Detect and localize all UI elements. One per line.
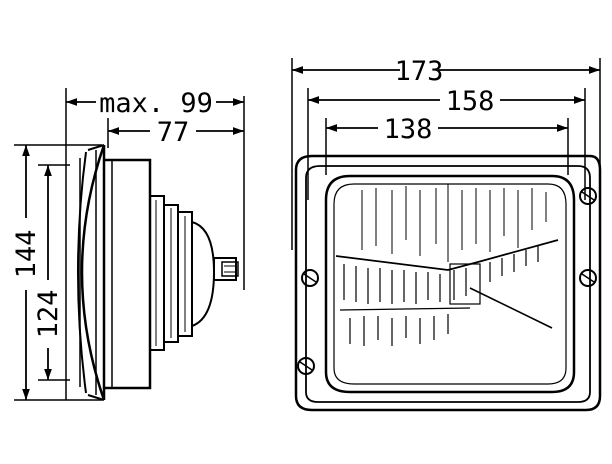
dim-outer-height-label: 144 xyxy=(11,230,42,279)
dim-max-depth-label: max. 99 xyxy=(99,88,213,119)
dim-inner-width-label: 138 xyxy=(384,114,433,145)
dim-inner-height-label: 124 xyxy=(33,290,64,339)
side-dimension-lines xyxy=(22,98,244,400)
dim-depth-label: 77 xyxy=(157,117,190,148)
side-view xyxy=(14,88,245,401)
lens-flutes-lower xyxy=(343,246,539,346)
dim-outer-width-label: 173 xyxy=(395,56,444,87)
front-view xyxy=(291,58,602,412)
lens-flutes-upper xyxy=(361,184,547,262)
dim-mid-width-label: 158 xyxy=(446,86,495,117)
front-dimension-lines xyxy=(292,66,600,132)
